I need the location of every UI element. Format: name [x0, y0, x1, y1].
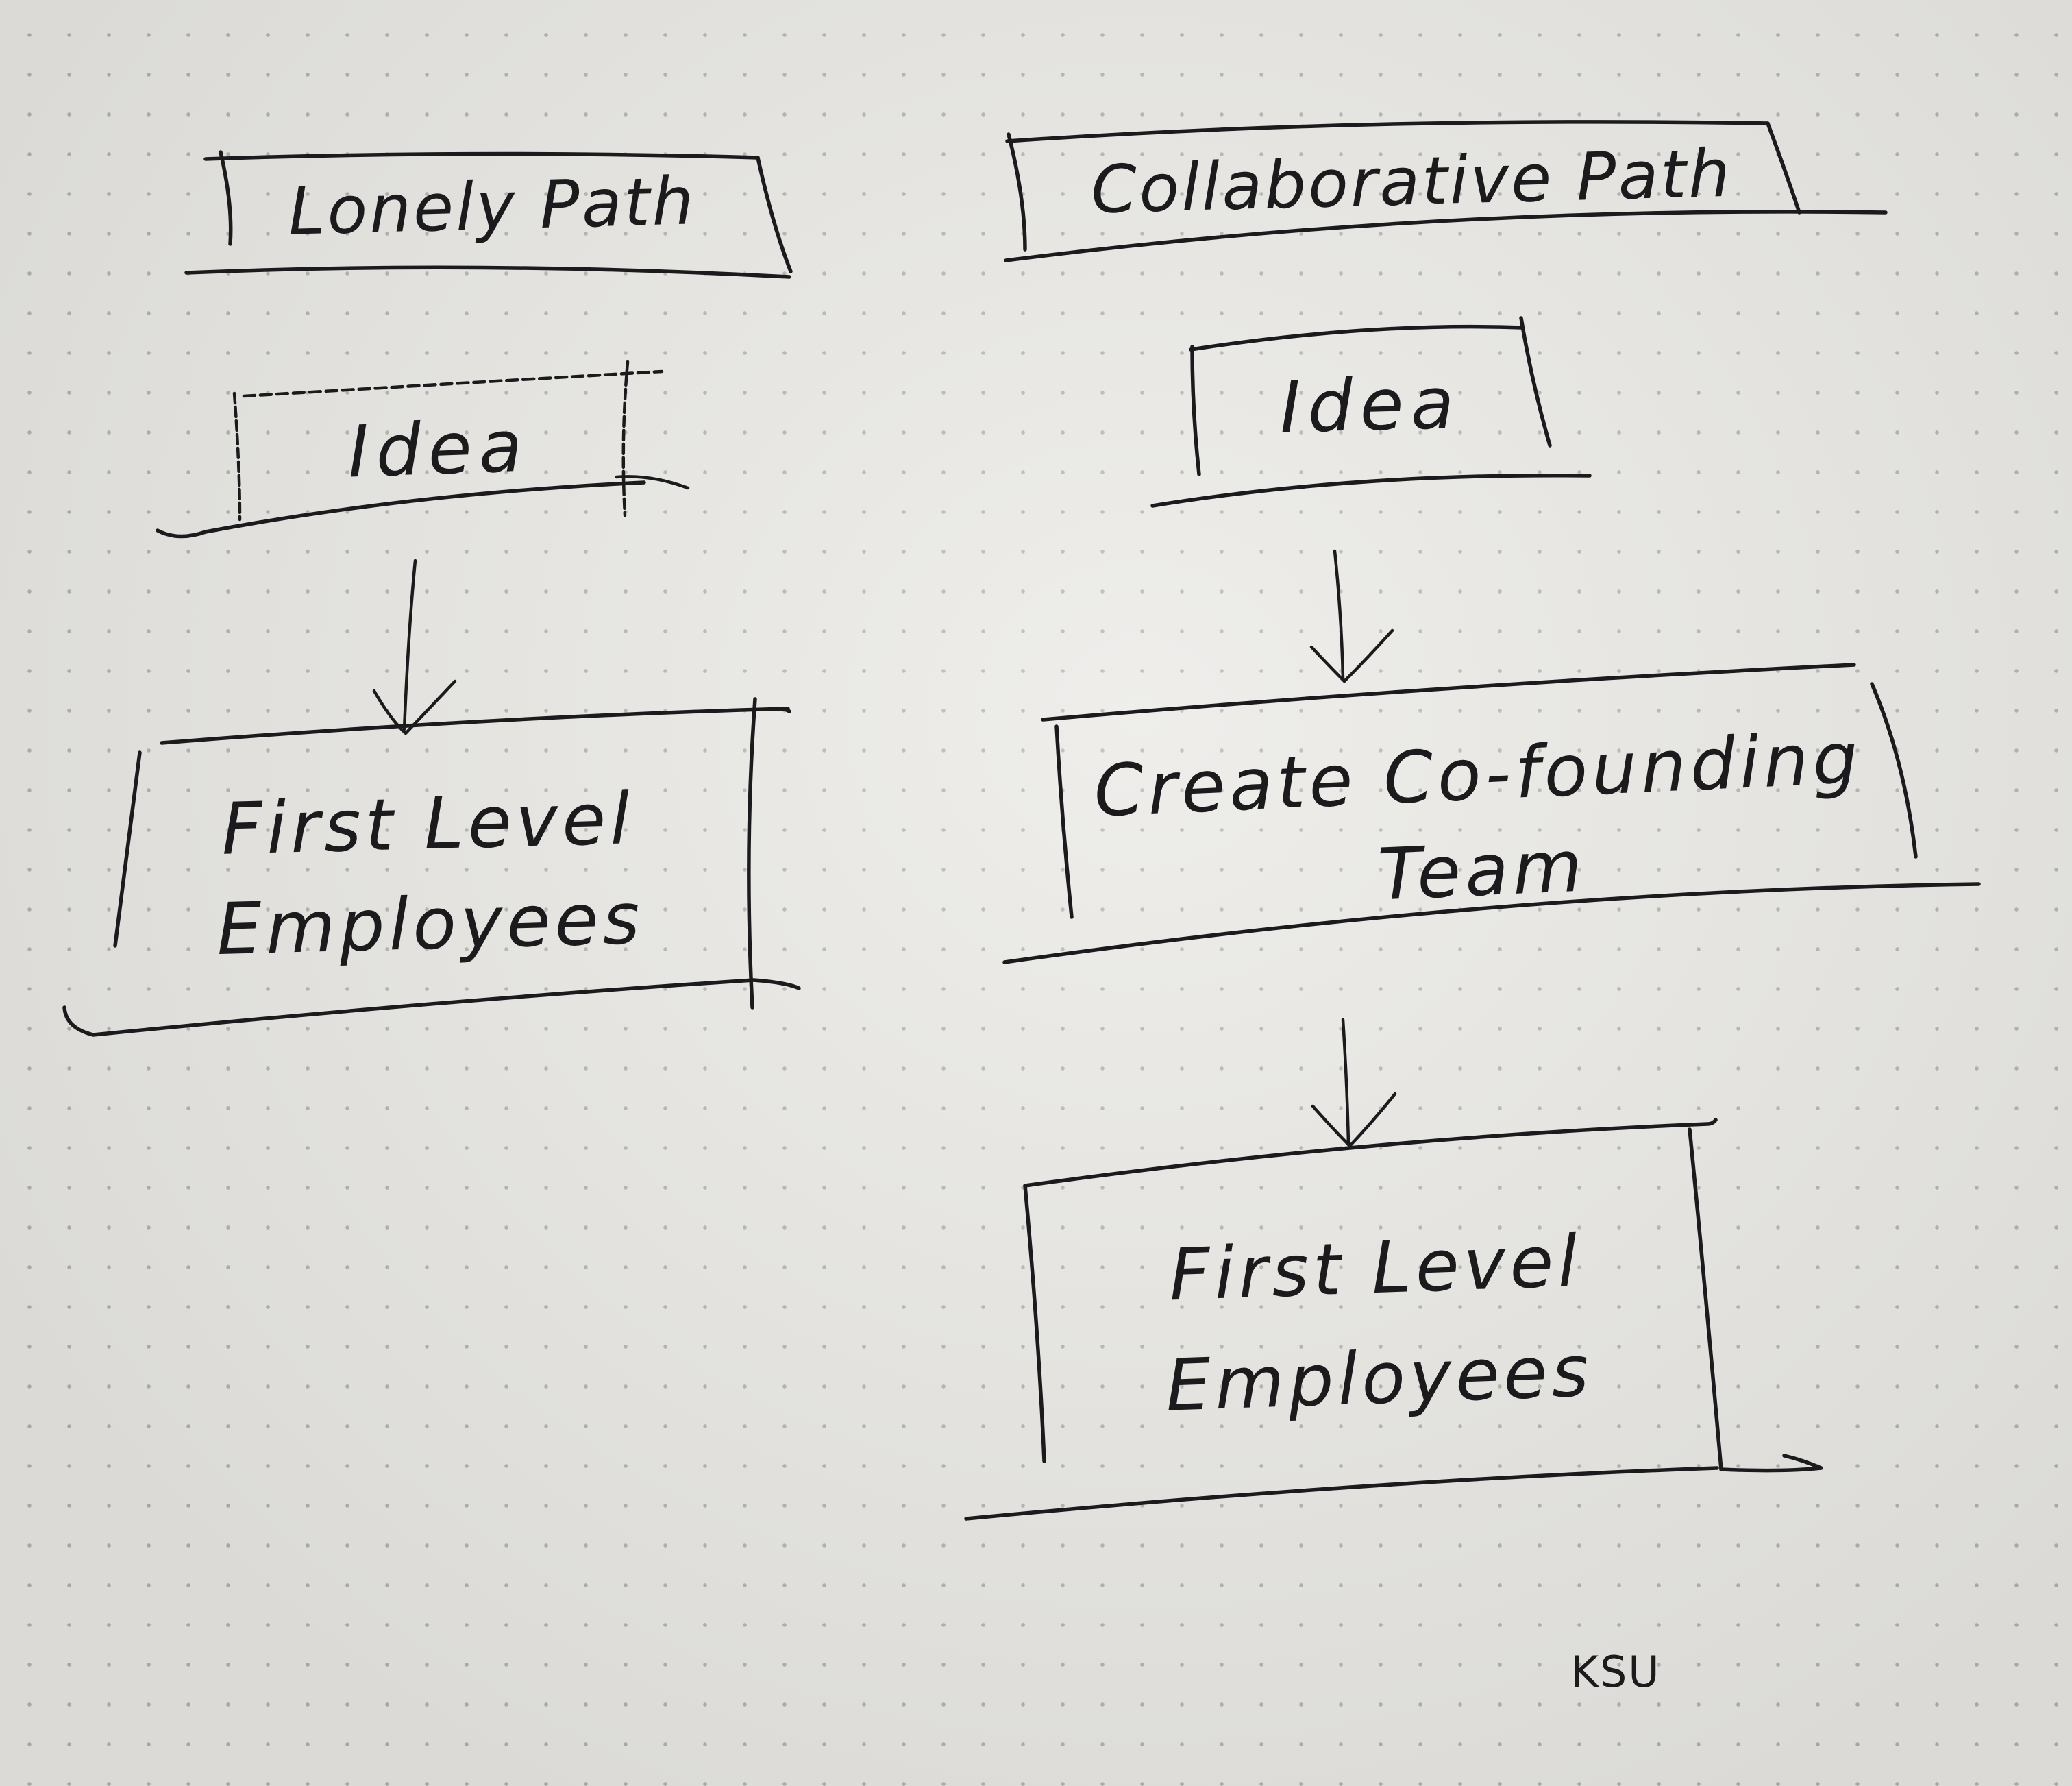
- lonely-path-title: Lonely Path: [287, 162, 697, 250]
- signature-initials: KSU: [1570, 1647, 1661, 1697]
- lonely-idea-label: Idea: [346, 404, 531, 494]
- lonely-path-title-box: [184, 150, 793, 279]
- collaborative-cofounding-box: [1002, 663, 1981, 964]
- collaborative-path-title-box: [1004, 120, 1888, 262]
- lonely-idea-box: [156, 360, 690, 539]
- collaborative-idea-box: [1150, 316, 1592, 508]
- lonely-arrow-1: [372, 559, 457, 735]
- collaborative-cofounding-label: Create Co-founding Team: [1092, 715, 1864, 917]
- collaborative-arrow-1: [1309, 549, 1394, 683]
- lonely-first-level-box: [62, 697, 801, 1037]
- collaborative-idea-label: Idea: [1279, 360, 1462, 450]
- collaborative-first-level-label: First Level Employees: [1164, 1219, 1594, 1428]
- collaborative-first-level-box: [964, 1118, 1823, 1521]
- collaborative-arrow-2: [1311, 1018, 1397, 1148]
- lonely-first-level-label: First Level Employees: [215, 776, 645, 971]
